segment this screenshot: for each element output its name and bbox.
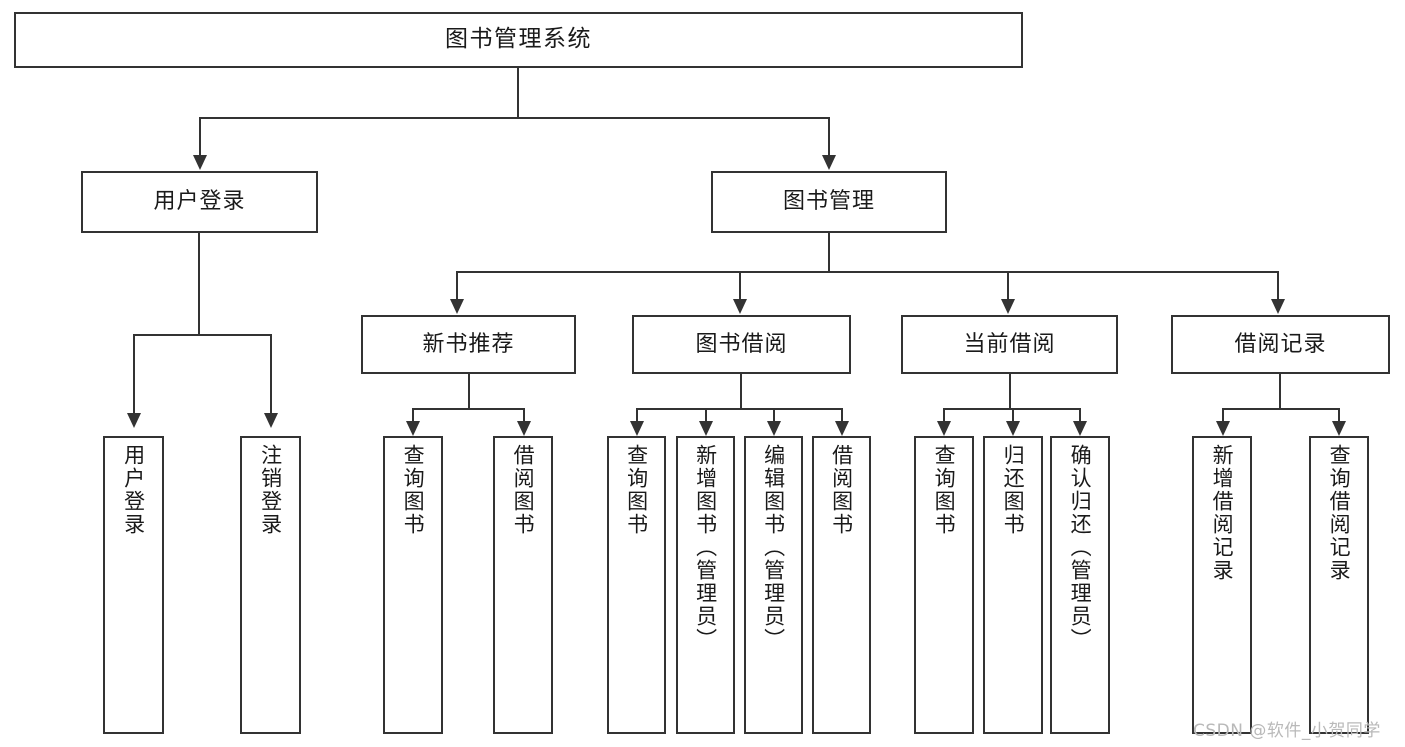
arrow-bb-leaf-2 (699, 421, 713, 436)
connector-level3-drop-3 (1007, 271, 1009, 300)
arrow-cb-leaf-3 (1073, 421, 1087, 436)
connector-book-management-stem (828, 233, 830, 272)
arrow-br-leaf-2 (1332, 421, 1346, 436)
arrow-bb-leaf-1 (630, 421, 644, 436)
connector-bb-stem (740, 374, 742, 409)
node-root-book-management-system[interactable]: 图书管理系统 (14, 12, 1023, 68)
leaf-user-login[interactable]: 用户登录 (103, 436, 164, 734)
connector-root-stem (517, 68, 519, 118)
connector-user-login-drop-1 (133, 334, 135, 414)
node-label: 用户登录 (121, 444, 146, 536)
connector-nbr-drop-1 (412, 408, 414, 422)
connector-br-drop-1 (1222, 408, 1224, 422)
connector-user-login-bar (133, 334, 272, 336)
node-label: 归还图书 (1001, 444, 1026, 536)
leaf-nbr-borrow-book[interactable]: 借阅图书 (493, 436, 553, 734)
csdn-watermark: CSDN @软件_小贺同学 (1193, 721, 1381, 741)
connector-nbr-stem (468, 374, 470, 409)
node-label: 查询借阅记录 (1327, 444, 1352, 582)
node-label: 新增借阅记录 (1210, 444, 1235, 582)
connector-level2-bar (199, 117, 830, 119)
connector-cb-drop-3 (1079, 408, 1081, 422)
arrow-cb-leaf-1 (937, 421, 951, 436)
node-label: 图书管理 (782, 189, 875, 215)
arrow-to-book-borrow (733, 299, 747, 314)
leaf-bb-query-book[interactable]: 查询图书 (607, 436, 666, 734)
node-label: 图书管理系统 (445, 26, 592, 53)
connector-level2-drop-2 (828, 117, 830, 155)
leaf-logout[interactable]: 注销登录 (240, 436, 301, 734)
arrow-to-current-borrow (1001, 299, 1015, 314)
node-label: 用户登录 (153, 189, 246, 215)
node-label: 确认归还（管理员） (1068, 444, 1093, 651)
connector-nbr-bar (412, 408, 525, 410)
arrow-to-leaf-user-login (127, 413, 141, 428)
leaf-bb-add-book-admin[interactable]: 新增图书（管理员） (676, 436, 735, 734)
leaf-nbr-query-book[interactable]: 查询图书 (383, 436, 443, 734)
connector-cb-drop-1 (943, 408, 945, 422)
node-book-borrow[interactable]: 图书借阅 (632, 315, 851, 374)
connector-level3-drop-1 (456, 271, 458, 300)
leaf-bb-borrow-book[interactable]: 借阅图书 (812, 436, 871, 734)
node-label: 借阅记录 (1234, 331, 1327, 357)
node-borrow-record[interactable]: 借阅记录 (1171, 315, 1390, 374)
node-label: 查询图书 (401, 444, 426, 536)
arrow-to-new-book-recommend (450, 299, 464, 314)
arrow-cb-leaf-2 (1006, 421, 1020, 436)
connector-br-drop-2 (1338, 408, 1340, 422)
connector-user-login-drop-2 (270, 334, 272, 414)
leaf-cb-confirm-return-admin[interactable]: 确认归还（管理员） (1050, 436, 1110, 734)
arrow-bb-leaf-4 (835, 421, 849, 436)
connector-level3-drop-2 (739, 271, 741, 300)
arrow-to-borrow-record (1271, 299, 1285, 314)
connector-user-login-stem (198, 233, 200, 335)
connector-br-stem (1279, 374, 1281, 409)
node-current-borrow[interactable]: 当前借阅 (901, 315, 1118, 374)
connector-bb-drop-2 (705, 408, 707, 422)
arrow-to-user-login (193, 155, 207, 170)
leaf-cb-return-book[interactable]: 归还图书 (983, 436, 1043, 734)
node-label: 注销登录 (258, 444, 283, 536)
connector-bb-bar (636, 408, 842, 410)
leaf-bb-edit-book-admin[interactable]: 编辑图书（管理员） (744, 436, 803, 734)
connector-bb-drop-1 (636, 408, 638, 422)
node-label: 图书借阅 (695, 331, 788, 357)
connector-br-bar (1222, 408, 1339, 410)
connector-level3-drop-4 (1277, 271, 1279, 300)
connector-nbr-drop-2 (523, 408, 525, 422)
node-label: 新增图书（管理员） (693, 444, 718, 651)
leaf-cb-query-book[interactable]: 查询图书 (914, 436, 974, 734)
connector-bb-drop-4 (841, 408, 843, 422)
arrow-to-book-management (822, 155, 836, 170)
connector-cb-drop-2 (1012, 408, 1014, 422)
connector-cb-bar (943, 408, 1080, 410)
leaf-br-add-record[interactable]: 新增借阅记录 (1192, 436, 1252, 734)
node-label: 当前借阅 (963, 331, 1056, 357)
node-new-book-recommend[interactable]: 新书推荐 (361, 315, 576, 374)
connector-level2-drop-1 (199, 117, 201, 155)
node-label: 查询图书 (932, 444, 957, 536)
node-label: 新书推荐 (422, 331, 515, 357)
node-label: 编辑图书（管理员） (761, 444, 786, 651)
node-book-management[interactable]: 图书管理 (711, 171, 947, 233)
connector-level3-bar (456, 271, 1279, 273)
connector-cb-stem (1009, 374, 1011, 409)
node-label: 借阅图书 (511, 444, 536, 536)
arrow-nbr-leaf-1 (406, 421, 420, 436)
leaf-br-query-record[interactable]: 查询借阅记录 (1309, 436, 1369, 734)
node-label: 查询图书 (624, 444, 649, 536)
node-user-login[interactable]: 用户登录 (81, 171, 318, 233)
node-label: 借阅图书 (829, 444, 854, 536)
arrow-br-leaf-1 (1216, 421, 1230, 436)
arrow-bb-leaf-3 (767, 421, 781, 436)
arrow-nbr-leaf-2 (517, 421, 531, 436)
connector-bb-drop-3 (773, 408, 775, 422)
arrow-to-leaf-logout (264, 413, 278, 428)
